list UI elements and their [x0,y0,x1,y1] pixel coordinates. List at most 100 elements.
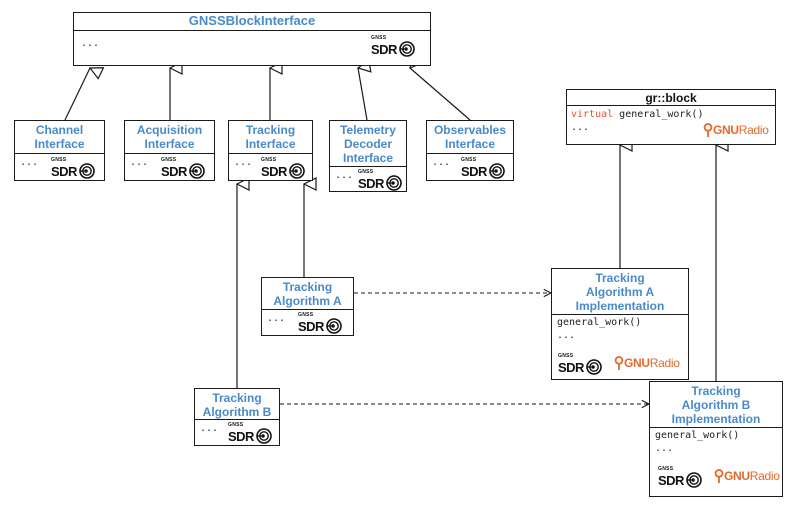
gnss-label: GNSS [51,157,67,163]
inherit-observables [410,68,471,121]
gr-block-body: ... [571,122,590,133]
gnss-label: GNSS [558,353,574,359]
sdr-label: SDR [461,163,487,179]
gnss-label: GNSS [161,157,177,163]
gnuradio-radio-text: Radio [749,469,780,483]
alg-a-title-line2: Algorithm A [273,294,342,308]
tracking-algorithm-a-implementation-box[interactable]: Tracking Algorithm A Implementation gene… [551,268,689,380]
sdr-rings-icon [189,163,205,179]
telemetry-title-line1: Telemetry [340,123,396,137]
sdr-label: SDR [228,428,254,444]
sdr-label: SDR [371,41,397,57]
gnss-label: GNSS [358,169,374,175]
tracking-algorithm-b-implementation-box[interactable]: Tracking Algorithm B Implementation gene… [649,381,783,497]
channel-title-line2: Interface [34,137,85,151]
inherit-channel [64,68,90,121]
gnss-label: GNSS [228,422,244,428]
gr-block-method: general_work() [613,109,704,120]
channel-body: ... [20,157,39,168]
telemetry-title-line2: Decoder [343,137,393,151]
telemetry-title-line3: Interface [342,151,394,165]
gnuradio-radio-text: Radio [649,356,680,370]
gnuradio-gnu-text: GNU [624,356,650,370]
sdr-rings-icon [386,175,402,191]
alg-a-body: ... [267,313,286,324]
observables-body: ... [432,157,451,168]
gnuradio-gnu-text: GNU [724,469,750,483]
impl-a-title-line3: Implementation [575,299,665,313]
impl-a-body: ... [557,330,576,341]
gnuradio-gnu-text: GNU [713,123,739,137]
gnuradio-antenna-icon [703,123,713,137]
tracking-title-line1: Tracking [245,123,296,137]
gr-block-box[interactable]: gr::block virtual general_work() ... GNU… [566,89,776,145]
gnuradio-logo: GNURadio [703,122,769,138]
gnss-label: GNSS [371,35,387,41]
acquisition-title-line2: Interface [144,137,195,151]
observables-title-line1: Observables [433,123,507,137]
observables-title-line2: Interface [444,137,496,151]
sdr-rings-icon [489,163,505,179]
gnss-label: GNSS [298,312,314,318]
gnss-label: GNSS [261,157,277,163]
impl-b-title-line2: Algorithm B [681,398,751,412]
impl-b-title-line3: Implementation [671,412,761,426]
sdr-label: SDR [261,163,287,179]
impl-a-method: general_work() [557,317,642,328]
impl-b-method: general_work() [655,430,740,441]
sdr-rings-icon [289,163,305,179]
sdr-label: SDR [358,175,384,191]
virtual-keyword: virtual [571,109,614,120]
sdr-label: SDR [51,163,77,179]
gnuradio-logo: GNURadio [714,468,780,484]
impl-a-title-line2: Algorithm A [585,285,655,299]
gnss-label: GNSS [658,466,674,472]
gnuradio-logo: GNURadio [614,355,680,371]
impl-a-title-line1: Tracking [595,271,645,285]
gnuradio-antenna-icon [614,356,624,370]
gnss-block-interface-title: GNSSBlockInterface [188,13,316,28]
sdr-label: SDR [658,472,684,488]
alg-b-title-line2: Algorithm B [202,405,272,419]
gnuradio-antenna-icon [714,469,724,483]
sdr-rings-icon [686,472,702,488]
telemetry-body: ... [335,170,354,181]
gnuradio-radio-text: Radio [738,123,769,137]
gr-block-title: gr::block [645,91,697,105]
sdr-rings-icon [586,359,602,375]
sdr-rings-icon [79,163,95,179]
gnss-label: GNSS [461,157,477,163]
alg-b-body: ... [200,423,219,434]
impl-b-body: ... [655,443,674,454]
gnss-block-interface-body: ... [81,38,100,49]
tracking-body: ... [234,157,253,168]
alg-b-title-line1: Tracking [212,391,262,405]
impl-b-title-line1: Tracking [691,384,741,398]
sdr-label: SDR [298,318,324,334]
sdr-rings-icon [399,41,415,57]
acquisition-body: ... [130,157,149,168]
channel-title-line1: Channel [35,123,84,137]
tracking-title-line2: Interface [245,137,296,151]
sdr-label: SDR [161,163,187,179]
inherit-telemetry [358,68,367,121]
acquisition-title-line1: Acquisition [136,123,203,137]
